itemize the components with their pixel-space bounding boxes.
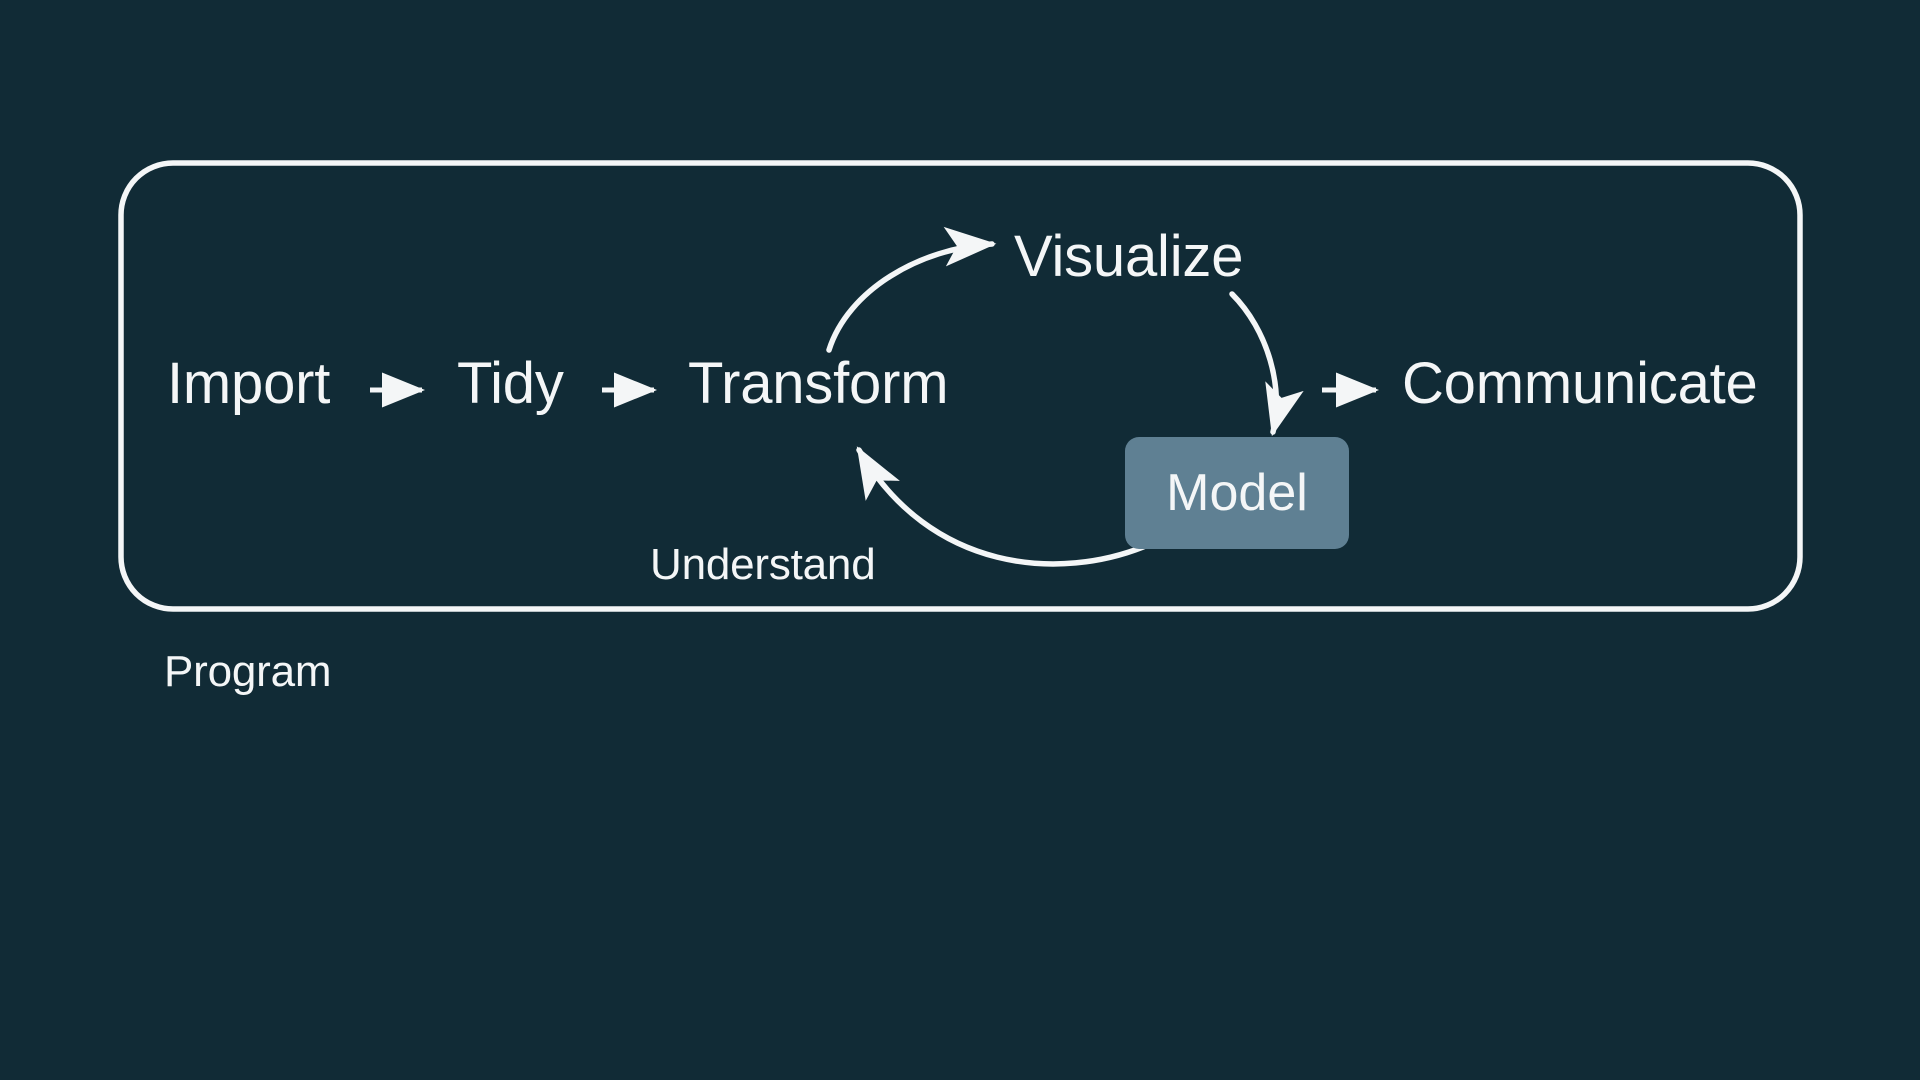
node-visualize[interactable]: Visualize [1014, 224, 1244, 289]
node-model-label: Model [1166, 464, 1308, 522]
node-communicate[interactable]: Communicate [1402, 351, 1758, 416]
container-label-program: Program [164, 647, 332, 696]
arrow-visualize-to-model [1229, 291, 1304, 437]
node-tidy[interactable]: Tidy [457, 351, 564, 416]
arrow-model-to-transform [856, 446, 1151, 567]
edge-label-understand: Understand [650, 540, 876, 589]
arrow-transform-to-visualize [826, 226, 997, 353]
node-model-box[interactable]: Model [1125, 437, 1349, 549]
node-import[interactable]: Import [167, 351, 331, 416]
node-transform[interactable]: Transform [688, 351, 949, 416]
